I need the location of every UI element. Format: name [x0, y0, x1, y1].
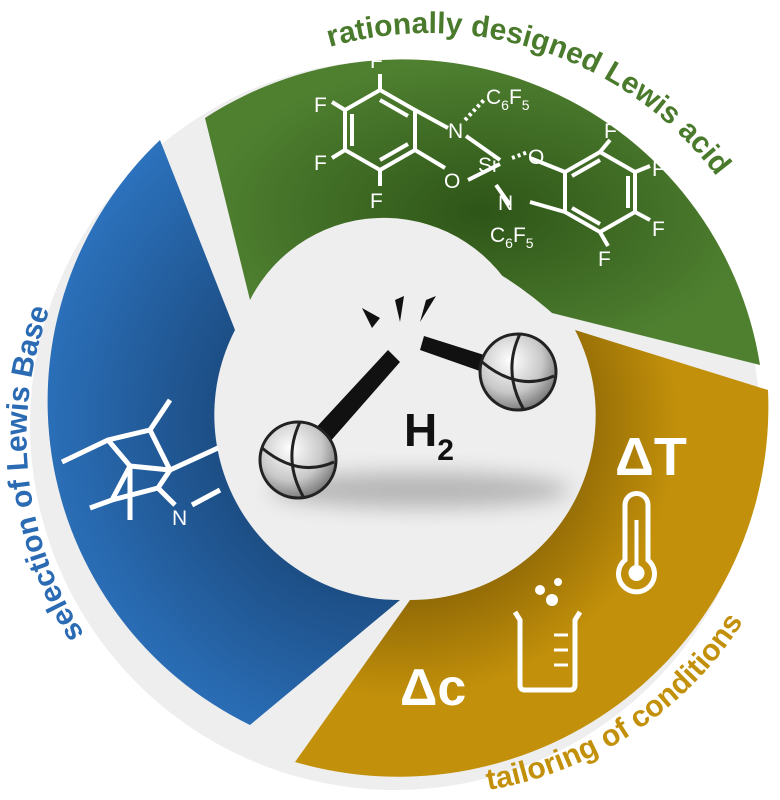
h2-molecule: H2	[258, 296, 570, 508]
lewis-acid-structure	[330, 74, 651, 247]
break-spark-1	[362, 308, 380, 328]
atom-f-4: F	[370, 190, 383, 213]
break-spark-2	[395, 296, 404, 322]
delta-c-label: Δc	[400, 659, 466, 717]
atom-f-6: F	[652, 158, 665, 181]
atom-f-7: F	[652, 218, 665, 241]
segment-lewis-base	[47, 140, 401, 725]
break-spark-3	[420, 296, 436, 322]
atom-f-8: F	[598, 248, 611, 271]
molecule-shadow	[270, 472, 570, 508]
segment-conditions	[295, 330, 769, 777]
lewis-base-structure	[60, 398, 222, 520]
atom-f-1: F	[370, 50, 383, 73]
substituent-top: C6F5	[486, 86, 530, 113]
h2-label: H2	[404, 404, 454, 467]
atom-si: Si	[478, 154, 497, 177]
h-atom-right	[478, 332, 558, 412]
h-atom-left	[258, 420, 338, 500]
beaker-icon	[512, 578, 583, 693]
atom-f-5: F	[604, 120, 617, 143]
substituent-bottom: C6F5	[490, 224, 534, 251]
atom-n-2: N	[498, 192, 513, 215]
atom-f-2: F	[314, 94, 327, 117]
atom-o-2: O	[528, 146, 544, 169]
thermometer-icon	[616, 491, 657, 595]
base-atom-n: N	[172, 507, 187, 530]
lewis-acid-labels: F F F F N O Si O N F F F F C6F5 C6F5	[314, 50, 665, 271]
atom-f-3: F	[314, 152, 327, 175]
delta-t-label: ΔT	[615, 427, 687, 487]
atom-o-1: O	[444, 170, 460, 193]
atom-n-1: N	[448, 120, 463, 143]
